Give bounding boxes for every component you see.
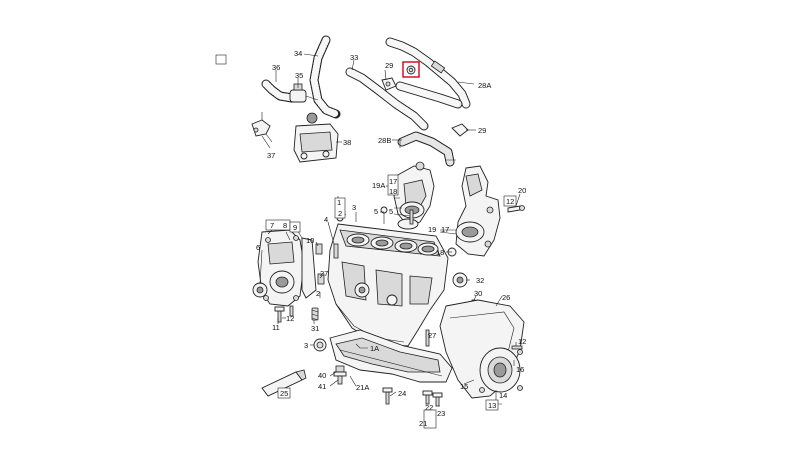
- seal-flange-14-16: [479, 347, 523, 393]
- callout-27-bottom: 27: [428, 331, 436, 340]
- callout-16: 16: [516, 365, 524, 374]
- callout-38: 38: [343, 138, 351, 147]
- callout-2-left: 2: [316, 289, 320, 298]
- coolant-hose-33: [345, 67, 429, 131]
- callout-30: 30: [474, 289, 482, 298]
- callout-8: 8: [283, 221, 287, 230]
- coolant-pipe-28b: [397, 131, 456, 167]
- callout-21a: 21A: [356, 383, 369, 392]
- bolt-12a-20: [507, 205, 525, 213]
- callout-13: 13: [488, 401, 496, 410]
- callout-21: 21: [419, 419, 427, 428]
- gasket-17a: [397, 218, 419, 230]
- callout-18-right: 18: [436, 248, 444, 257]
- callout-17-right: 17: [441, 225, 449, 234]
- coolant-flange-19: [455, 165, 501, 257]
- dipstick-tube-27b: [425, 329, 430, 347]
- bolt-12b-11: [274, 305, 294, 323]
- hose-clip-29b: [451, 123, 469, 137]
- thermostat-housing-19a: [393, 161, 435, 227]
- callout-27-left: 27: [320, 269, 328, 278]
- callout-1a: 1A: [370, 344, 379, 353]
- callout-40: 40: [318, 371, 326, 380]
- hose-clip-29: [381, 77, 397, 91]
- callout-41: 41: [318, 382, 326, 391]
- callout-28b: 28B: [378, 136, 391, 145]
- callout-28a: 28A: [478, 81, 491, 90]
- bolt-24: [382, 387, 393, 405]
- oil-level-sensor-31: [311, 307, 319, 321]
- callout-22: 22: [425, 403, 433, 412]
- callout-6: 6: [256, 243, 260, 252]
- breather-hose-36: [261, 79, 297, 103]
- oil-pan-21a: [329, 329, 453, 383]
- label-boxes: [215, 54, 517, 429]
- cylinder-block-1: [327, 223, 449, 347]
- callout-33: 33: [350, 53, 358, 62]
- callout-19a: 19A: [372, 181, 385, 190]
- callout-35: 35: [295, 71, 303, 80]
- callout-19: 19: [428, 225, 436, 234]
- callout-23: 23: [437, 409, 445, 418]
- valve-housing-38: [293, 112, 339, 163]
- callout-18-left: 18: [389, 187, 397, 196]
- sensor-10: [315, 243, 325, 285]
- breather-hose-34: [309, 35, 341, 119]
- callout-9: 9: [293, 223, 297, 232]
- seal-6: [252, 282, 268, 298]
- callout-10: 10: [306, 236, 314, 245]
- callout-29-top: 29: [385, 61, 393, 70]
- callout-20: 20: [518, 186, 526, 195]
- mounting-bracket-37: [251, 112, 273, 143]
- callout-labels: 34 33 36 35 37 38 29 28A 29 28B 19A 17 1…: [256, 49, 526, 428]
- stud-5b: [409, 209, 414, 225]
- callout-3-bottom: 3: [304, 341, 308, 350]
- sealant-tube-25: [261, 369, 307, 397]
- gasket-8-9: [301, 237, 317, 299]
- callout-36: 36: [272, 63, 280, 72]
- callout-31: 31: [311, 324, 319, 333]
- callout-1: 1: [337, 198, 341, 207]
- bolt-12c: [511, 345, 523, 350]
- callout-32: 32: [476, 276, 484, 285]
- callout-5: 5: [374, 207, 378, 216]
- callout-12-left: 12: [286, 314, 294, 323]
- callout-3: 3: [352, 203, 356, 212]
- oil-pump-flange-7: [257, 229, 305, 307]
- callout-11: 11: [272, 323, 280, 332]
- callout-12-right: 12: [506, 197, 514, 206]
- callout-15: 15: [460, 382, 468, 391]
- seal-3b: [313, 338, 327, 352]
- callout-14: 14: [499, 391, 507, 400]
- callout-24: 24: [398, 389, 406, 398]
- highlighted-clip: [402, 61, 420, 78]
- bolts-22-23: [422, 390, 443, 407]
- callout-25: 25: [280, 389, 288, 398]
- callout-4: 4: [324, 215, 328, 224]
- callout-5-left: 5: [389, 207, 393, 216]
- callout-29-right: 29: [478, 126, 486, 135]
- callout-7: 7: [270, 221, 274, 230]
- callout-34: 34: [294, 49, 302, 58]
- callout-17-left: 17: [389, 177, 397, 186]
- callout-26: 26: [502, 293, 510, 302]
- callout-2: 2: [338, 209, 342, 218]
- coolant-hose-28a: [385, 37, 471, 109]
- callout-12-bottom: 12: [518, 337, 526, 346]
- callout-37: 37: [267, 151, 275, 160]
- leader-lines: [259, 53, 521, 421]
- oil-filler-4: [333, 243, 339, 259]
- seal-32: [452, 272, 468, 288]
